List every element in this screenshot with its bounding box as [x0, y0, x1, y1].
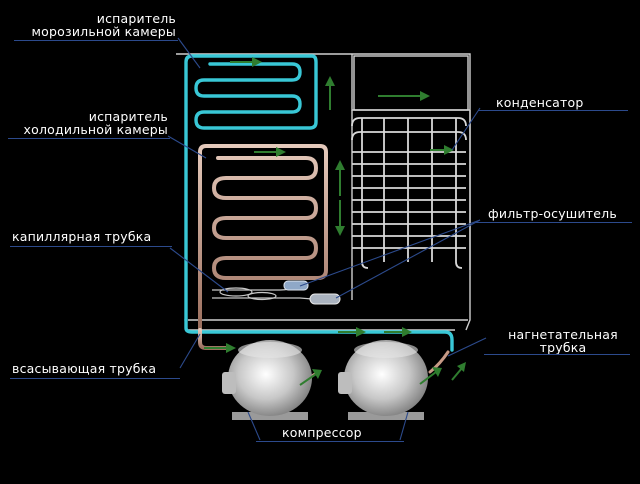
arrow-fridge-top — [254, 147, 286, 157]
filter-dryer-body — [283, 280, 341, 305]
arrow-fridge-vertical-up — [335, 160, 345, 196]
arrow-fridge-vertical-down — [335, 200, 345, 236]
underline-condenser — [478, 110, 628, 111]
label-compressor: компрессор — [282, 425, 362, 440]
label-freezer-evaporator: испаритель морозильной камеры — [31, 11, 176, 39]
underline-fridge-evaporator — [8, 138, 170, 139]
arrow-condenser-top — [378, 91, 430, 101]
label-fridge-evaporator: испаритель холодильной камеры — [23, 109, 168, 137]
underline-suction-tube — [10, 378, 180, 379]
freezer-evaporator-coil — [184, 54, 454, 352]
label-suction-tube: всасывающая трубка — [12, 361, 157, 376]
label-condenser: конденсатор — [496, 95, 584, 110]
underline-freezer-evaporator — [14, 40, 178, 41]
underline-discharge-tube — [484, 354, 630, 355]
arrow-compressor-left — [299, 369, 322, 386]
leader-lines — [167, 37, 487, 441]
label-capillary-tube: капиллярная трубка — [12, 229, 152, 244]
label-filter-dryer: фильтр-осушитель — [488, 206, 617, 221]
arrow-condenser-right — [430, 145, 454, 155]
underline-filter-dryer — [476, 222, 632, 223]
arrow-suction — [204, 343, 236, 353]
label-discharge-tube: нагнетательная трубка — [508, 327, 618, 355]
underline-capillary-tube — [10, 246, 172, 247]
underline-compressor — [256, 441, 404, 442]
flow-arrows — [204, 57, 466, 386]
arrow-freezer-top-right — [230, 57, 262, 67]
condenser-top-box — [353, 55, 469, 111]
compressor-right — [338, 340, 428, 420]
arrow-freezer-vertical — [325, 76, 335, 110]
refrigerator-frame — [176, 53, 471, 331]
fridge-evaporator-coil — [198, 144, 328, 350]
compressor-left — [222, 340, 312, 420]
arrow-bottom-mid — [338, 327, 366, 337]
arrow-discharge — [451, 362, 466, 381]
arrow-compressor-right — [419, 367, 442, 385]
arrow-bottom-right — [384, 327, 412, 337]
